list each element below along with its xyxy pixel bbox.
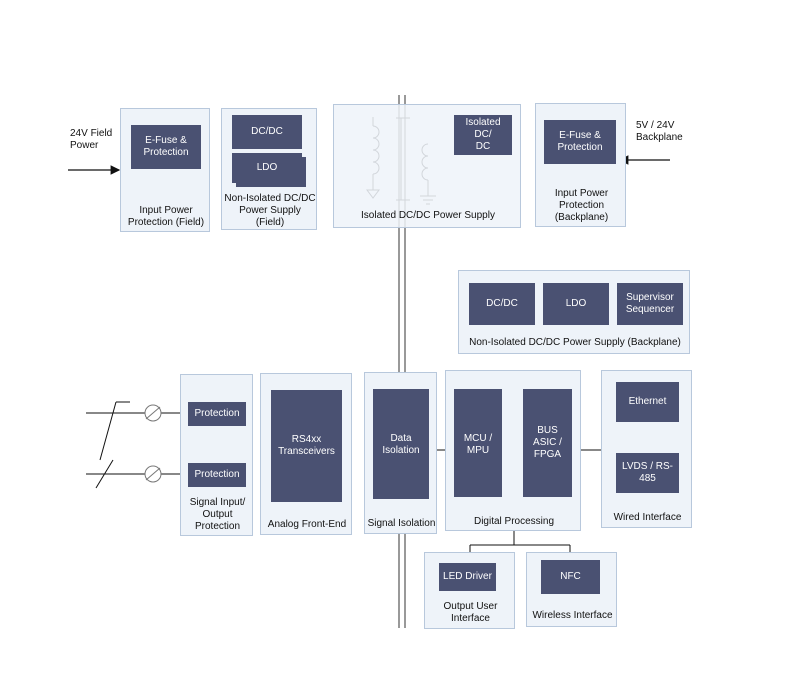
- efuse-field-block: E-Fuse &Protection: [131, 125, 201, 169]
- ldo-field-block: LDO: [232, 153, 302, 183]
- lvds-rs485-block: LVDS / RS-485: [616, 453, 679, 493]
- fuse-icon: [144, 404, 162, 483]
- wireless-interface: NFC Wireless Interface: [526, 552, 617, 627]
- signal-io-protection: Protection Protection Signal Input/Outpu…: [180, 374, 253, 536]
- wired-interface: Ethernet LVDS / RS-485 Wired Interface: [601, 370, 692, 528]
- isolated-supply-caption: Isolated DC/DC Power Supply: [361, 210, 495, 221]
- protection-block-1: Protection: [188, 402, 246, 426]
- protection-block-2: Protection: [188, 463, 246, 487]
- efuse-backplane-block: E-Fuse &Protection: [544, 120, 616, 164]
- wired-interface-caption: Wired Interface: [613, 512, 682, 523]
- analog-front-end-caption: Analog Front-End: [267, 519, 347, 530]
- signal-isolation-caption: Signal Isolation: [367, 518, 436, 529]
- isolated-dcdc-power-supply: Isolated DC/DC Isolated DC/DC Power Supp…: [333, 104, 521, 228]
- isolated-dcdc-block: Isolated DC/DC: [454, 115, 512, 155]
- nfc-block: NFC: [541, 560, 600, 594]
- dcdc-backplane-block: DC/DC: [469, 283, 535, 325]
- mcu-mpu-block: MCU /MPU: [454, 389, 502, 497]
- ldo-backplane-block: LDO: [543, 283, 609, 325]
- wireless-caption: Wireless Interface: [532, 610, 613, 621]
- dcdc-field-block: DC/DC: [232, 115, 302, 149]
- nonisolated-backplane-caption: Non-Isolated DC/DC Power Supply (Backpla…: [469, 337, 681, 348]
- led-driver-block: LED Driver: [439, 563, 496, 591]
- digital-processing-caption: Digital Processing: [473, 516, 555, 527]
- ethernet-block: Ethernet: [616, 382, 679, 422]
